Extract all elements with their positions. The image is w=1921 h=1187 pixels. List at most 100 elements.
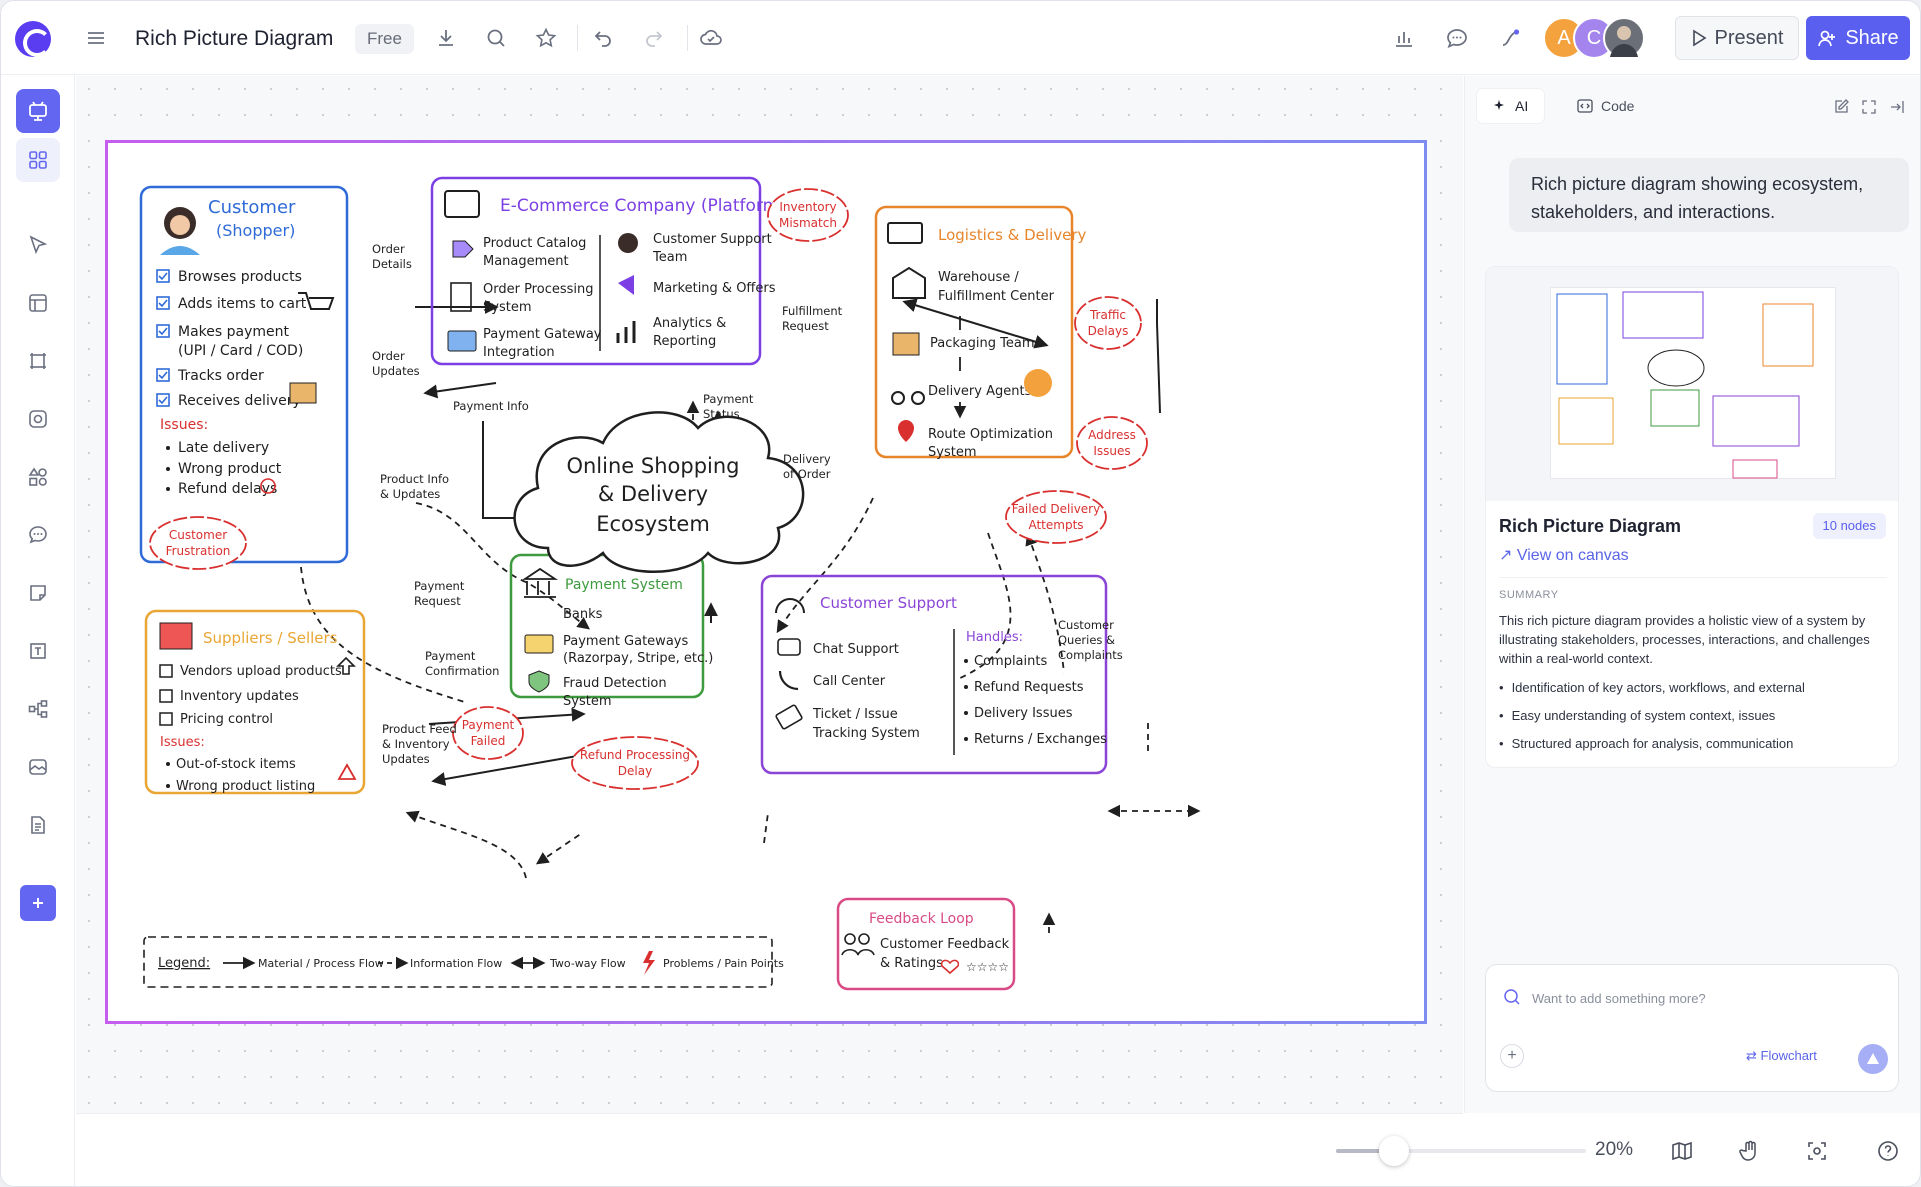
download-icon[interactable] (429, 21, 463, 55)
shapes-library-tool[interactable] (16, 455, 60, 499)
ai-board-tool[interactable] (16, 89, 60, 133)
support-handles-label: Handles: (966, 630, 1023, 645)
chat-input-placeholder[interactable]: Want to add something more? (1532, 991, 1706, 1006)
arrow-label: Confirmation (425, 664, 499, 678)
comment-tool[interactable] (16, 513, 60, 557)
redo-icon[interactable] (637, 21, 671, 55)
payment-system-box[interactable]: Payment System Banks Payment Gateways (R… (509, 553, 713, 709)
logistics-item: System (928, 445, 976, 460)
zoom-slider-handle[interactable] (1379, 1136, 1409, 1166)
arrow-label: Customer (1058, 618, 1114, 632)
arrow-payment-confirmation (431, 754, 584, 786)
logistics-item: Route Optimization (928, 427, 1053, 442)
problem-cloud-text: Delays (1088, 324, 1129, 338)
customer-shopper-box[interactable]: Customer (Shopper) Browses products Adds… (139, 185, 349, 564)
arrow-label: Complaints (1058, 648, 1123, 662)
supplier-issues-label: Issues: (160, 735, 205, 750)
info-arrows (300, 400, 1201, 933)
app-logo-icon[interactable] (15, 21, 51, 57)
share-button[interactable]: Share (1806, 16, 1910, 60)
document-title[interactable]: Rich Picture Diagram (135, 27, 334, 50)
mindmap-tool[interactable] (16, 687, 60, 731)
customer-support-box[interactable]: Customer Support Chat Support Call Cente… (760, 574, 1108, 775)
expand-icon[interactable] (1859, 97, 1879, 117)
attach-plus-button[interactable]: + (1500, 1044, 1524, 1068)
sticky-note-tool[interactable] (16, 571, 60, 615)
view-on-canvas-link[interactable]: ↗ View on canvas (1499, 545, 1629, 565)
logistics-delivery-box[interactable]: Logistics & Delivery Warehouse / Fulfill… (874, 205, 1087, 460)
undo-icon[interactable] (586, 21, 620, 55)
diagram-thumbnail[interactable] (1486, 267, 1898, 501)
map-icon[interactable] (1666, 1135, 1698, 1167)
search-icon[interactable] (479, 21, 513, 55)
text-tool[interactable] (16, 629, 60, 673)
arrow-up-right-icon: ↗ (1499, 547, 1513, 564)
suppliers-sellers-box[interactable]: Suppliers / Sellers Vendors upload produ… (144, 609, 366, 795)
hamburger-menu-icon[interactable] (79, 21, 113, 55)
tab-ai[interactable]: AI (1477, 89, 1545, 123)
shape-tool[interactable] (16, 397, 60, 441)
feedback-line: & Ratings (880, 956, 943, 971)
swap-arrows-icon: ⇄ (1746, 1048, 1757, 1063)
logistics-item: Fulfillment Center (938, 289, 1055, 304)
arrow-label: Payment (703, 392, 754, 406)
problem-cloud-text: Address (1088, 428, 1136, 442)
image-tool[interactable] (16, 745, 60, 789)
select-cursor-tool[interactable] (16, 223, 60, 267)
payment-item: Payment Gateways (563, 634, 688, 649)
toolbar-divider (687, 25, 688, 51)
section-tool[interactable] (16, 339, 60, 383)
arrow-label: Details (372, 257, 412, 271)
edit-icon[interactable] (1831, 97, 1851, 117)
analytics-icon[interactable] (1387, 21, 1421, 55)
present-button[interactable]: Present (1675, 16, 1799, 60)
arrow-label: Request (414, 594, 461, 608)
tab-code[interactable]: Code (1561, 89, 1650, 123)
diagram-type-selector[interactable]: ⇄ Flowchart (1746, 1048, 1817, 1064)
support-title: Customer Support (820, 594, 957, 612)
comment-icon[interactable] (1440, 21, 1474, 55)
feedback-loop-box[interactable]: Feedback Loop Customer Feedback & Rating… (836, 897, 1016, 991)
help-icon[interactable] (1872, 1135, 1904, 1167)
pen-cursor-icon[interactable] (1493, 21, 1527, 55)
diagram-frame[interactable]: Customer (Shopper) Browses products Adds… (105, 140, 1427, 1024)
templates-grid-tool[interactable] (16, 138, 60, 182)
summary-bullet: Structured approach for analysis, commun… (1499, 736, 1794, 751)
star-icon[interactable] (529, 21, 563, 55)
arrow-customer-suppliers (300, 566, 469, 704)
center-ecosystem-cloud[interactable]: Online Shopping & Delivery Ecosystem (513, 411, 805, 573)
document-tool[interactable] (16, 803, 60, 847)
add-plugin-button[interactable] (20, 885, 56, 921)
customer-item: Makes payment (178, 324, 289, 340)
bottom-bar (76, 1113, 1463, 1186)
arrow-label: Payment Info (453, 399, 529, 413)
chat-input-box[interactable]: Want to add something more? + ⇄ Flowchar… (1485, 964, 1899, 1092)
platform-right-item: Team (652, 250, 687, 265)
credit-card-icon (447, 330, 477, 352)
arrow-product-info (415, 502, 591, 630)
problem-cloud-text: Mismatch (779, 216, 837, 230)
problem-cloud-text: Delay (618, 764, 652, 778)
warehouse-icon (892, 266, 926, 299)
send-button[interactable] (1858, 1044, 1888, 1074)
hand-pan-icon[interactable] (1734, 1135, 1766, 1167)
cloud-saved-icon[interactable] (694, 21, 728, 55)
diagram-result-card[interactable]: Rich Picture Diagram 10 nodes ↗ View on … (1485, 266, 1899, 768)
map-pin-icon (898, 420, 914, 442)
fit-to-screen-icon[interactable] (1801, 1135, 1833, 1167)
customer-issues-label: Issues: (160, 417, 208, 433)
refund-icon (260, 478, 276, 494)
ecommerce-platform-box[interactable]: E-Commerce Company (Platform) Product Ca… (430, 176, 786, 366)
zoom-slider[interactable] (1336, 1136, 1586, 1166)
frame-tool[interactable] (16, 281, 60, 325)
avatar[interactable] (1603, 17, 1645, 59)
collapse-panel-icon[interactable] (1887, 97, 1907, 117)
